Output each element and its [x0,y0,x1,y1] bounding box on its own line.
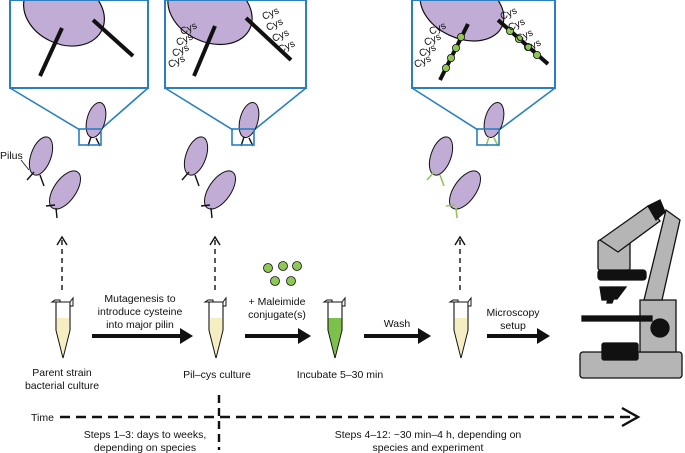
tube-incubation [322,296,346,359]
pilus-zoomed [91,18,135,58]
zoom-box [78,128,102,146]
maleimide-label: + Maleimide [249,296,306,308]
zoom-box [231,128,255,146]
tube-pil-cys-culture [203,296,227,359]
cells-cys [181,101,260,219]
microscopy-setup-label: setup [500,320,526,332]
zoom-box [476,128,500,146]
pilus-pointer [20,159,30,171]
mutagenesis-label: into major pilin [106,319,174,331]
inset-border [9,0,149,89]
inset-panel-labeled-pili: Cys Cys Cys Cys Cys Cys Cys Cys [411,0,556,131]
cys-label: Cys [167,53,187,70]
steps-late-label: Steps 4–12: ~30 min–4 h, depending on [335,429,522,441]
incubate-label: Incubate 5–30 min [297,369,384,381]
tube-washed [448,296,472,359]
cell-body-zoomed [419,0,505,42]
parent-strain-label: bacterial culture [25,380,99,392]
parent-strain-label: Parent strain [32,367,92,379]
dye-molecules [441,26,542,73]
timeline: Time Steps 1–3: days to weeks, depending… [31,395,641,453]
cell-small [28,136,54,176]
dashed-up-arrows [56,235,466,290]
wash-label: Wash [384,318,411,330]
maleimide-dye-dots [263,261,302,286]
cell-body-zoomed [167,0,253,46]
pilus-zoomed [244,16,293,62]
inset-border [164,0,307,89]
mutagenesis-label: introduce cysteine [98,306,183,318]
cell-small [85,101,107,139]
tube-parent-culture [50,296,74,359]
pilus-zoomed [192,25,217,77]
steps-late-label: species and experiment [373,442,484,453]
mutagenesis-label: Mutagenesis to [104,293,175,305]
microscopy-setup-label: Microscopy [486,307,540,319]
cell-body-zoomed [23,0,105,47]
process-arrows [92,328,550,344]
time-label: Time [31,412,54,424]
microscope-icon [579,199,683,379]
inset-border [411,0,556,89]
pilus-label: Pilus [0,150,23,162]
inset-panel-cys-pili: Cys Cys Cys Cys Cys Cys Cys Cys [164,0,307,131]
inset-panel-native-pili [9,0,149,131]
cells-labeled [426,101,505,219]
steps-early-label: depending on species [94,442,196,453]
pil-cys-culture-label: Pil–cys culture [183,369,251,381]
pilus-zoomed [38,27,64,77]
maleimide-label: conjugate(s) [248,309,306,321]
steps-early-label: Steps 1–3: days to weeks, [84,429,207,441]
cells-native: Pilus [0,101,107,219]
cell-small [48,170,82,210]
